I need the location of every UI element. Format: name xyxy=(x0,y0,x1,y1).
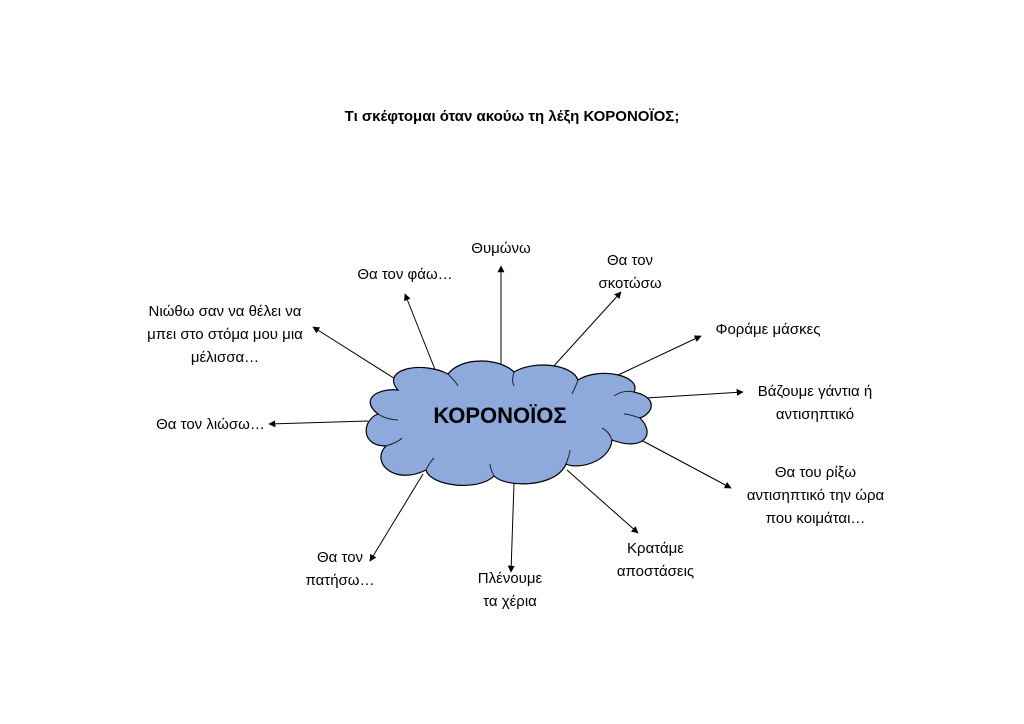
arrow-to-kill-thought xyxy=(551,291,622,369)
thought-kill-line-1: Θα τον xyxy=(606,252,654,269)
thought-sanitizer: Θα του ρίξω αντισηπτικό την ώρα που κοιμ… xyxy=(728,461,903,530)
thought-eat: Θα τον φάω… xyxy=(340,263,470,286)
thought-kill: Θα τον σκοτώσω xyxy=(575,249,685,295)
thought-bee: Νιώθω σαν να θέλει να μπει στο στόμα μου… xyxy=(135,300,315,369)
thought-sanitizer-line-3: που κοιμάται… xyxy=(765,510,866,527)
center-concept-label: ΚΟΡΟΝΟΪΟΣ xyxy=(433,403,567,428)
thought-gloves: Βάζουμε γάντια ή αντισηπτικό xyxy=(740,380,890,426)
arrow-to-wash-thought xyxy=(507,482,515,573)
thought-sanitizer-line-2: αντισηπτικό την ώρα xyxy=(746,487,885,504)
arrow-to-step-thought xyxy=(369,473,424,562)
thought-gloves-line-1: Βάζουμε γάντια ή xyxy=(757,383,873,400)
thought-wash-line-2: τα χέρια xyxy=(483,593,537,610)
thought-distance-line-1: Κρατάμε xyxy=(627,540,684,557)
thought-step-line-2: πατήσω… xyxy=(305,572,375,589)
thought-masks-line-1: Φοράμε μάσκες xyxy=(715,321,821,338)
connector-arrows xyxy=(268,265,744,573)
thought-kill-line-2: σκοτώσω xyxy=(598,275,662,292)
thought-bee-line-1: Νιώθω σαν να θέλει να xyxy=(148,303,302,320)
thought-distance: Κρατάμε αποστάσεις xyxy=(598,537,713,583)
thought-crush: Θα τον λιώσω… xyxy=(148,413,273,436)
arrow-to-eat-thought xyxy=(404,293,437,373)
thought-wash-line-1: Πλένουμε xyxy=(477,570,543,587)
thought-wash: Πλένουμε τα χέρια xyxy=(460,567,560,613)
thought-distance-line-2: αποστάσεις xyxy=(616,563,695,580)
thought-step: Θα τον πατήσω… xyxy=(290,546,390,592)
thought-gloves-line-2: αντισηπτικό xyxy=(775,406,855,423)
center-cloud xyxy=(365,360,652,487)
arrow-to-masks-thought xyxy=(615,335,702,377)
page-title: Τι σκέφτομαι όταν ακούω τη λέξη ΚΟΡΟΝΟΪΟ… xyxy=(344,108,680,125)
thought-bee-line-2: μπει στο στόμα μου μια xyxy=(147,326,303,343)
thought-sanitizer-line-1: Θα του ρίξω xyxy=(774,464,857,481)
thought-masks: Φοράμε μάσκες xyxy=(698,318,838,341)
thought-angry: Θυμώνω xyxy=(456,237,546,260)
thought-bee-line-3: μέλισσα… xyxy=(190,349,260,366)
thought-eat-line-1: Θα τον φάω… xyxy=(357,266,453,283)
arrow-to-gloves-thought xyxy=(645,388,744,399)
thought-crush-line-1: Θα τον λιώσω… xyxy=(156,416,265,433)
cloud-shape xyxy=(365,360,652,487)
arrow-to-crush-thought xyxy=(268,420,369,428)
arrow-to-bee-thought xyxy=(312,326,401,383)
arrow-to-sanitizer-thought xyxy=(640,439,732,489)
thought-angry-line-1: Θυμώνω xyxy=(471,240,531,257)
thought-step-line-1: Θα τον xyxy=(316,549,364,566)
arrow-to-distance-thought xyxy=(566,469,639,534)
